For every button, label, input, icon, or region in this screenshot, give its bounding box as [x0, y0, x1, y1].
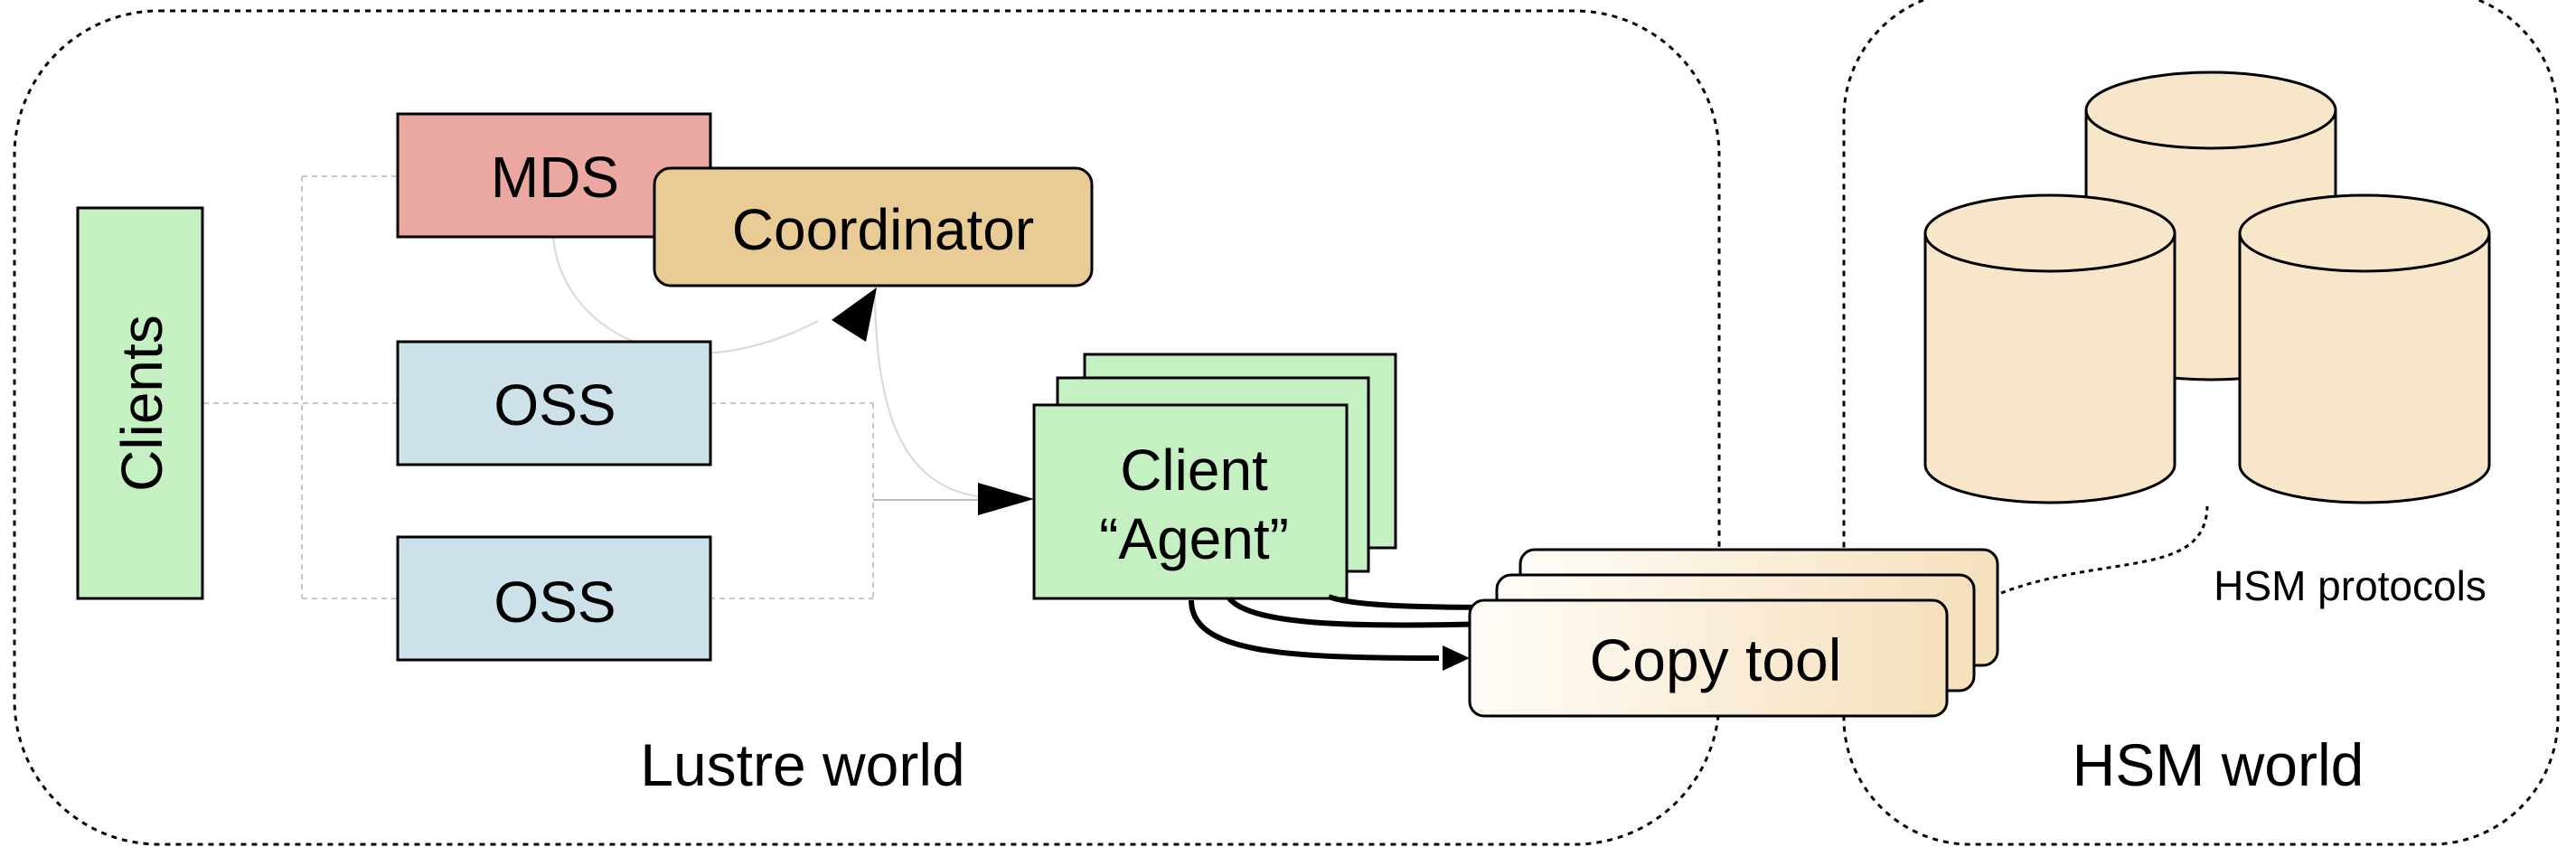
hsm-storage-group — [1923, 71, 2491, 504]
copy-tool-front — [1468, 598, 1949, 718]
arrowhead-to-copytool — [1443, 645, 1470, 671]
lustre-world-region — [13, 9, 1721, 846]
hsm-world-label: HSM world — [2073, 731, 2364, 798]
client-agent-label-line2: “Agent” — [1099, 506, 1289, 571]
storage-cylinder-left — [1923, 193, 2176, 504]
copy-tool-stack: Copy tool — [1468, 548, 1999, 718]
client-agent-stack: Client “Agent” — [1032, 353, 1397, 600]
hsm-world-region — [1842, 0, 2560, 846]
clients-label: Clients — [109, 315, 174, 492]
coordinator-node: Coordinator — [653, 166, 1094, 287]
storage-cylinder-right — [2238, 193, 2491, 504]
oss-2-label: OSS — [494, 570, 616, 635]
lustre-world-label: Lustre world — [640, 731, 965, 798]
coordinator-label: Coordinator — [732, 197, 1034, 262]
hsm-protocols-link — [2000, 505, 2209, 595]
copy-tool-label: Copy tool — [1590, 626, 1842, 693]
arrowhead-to-agent — [978, 483, 1034, 515]
clients-node: Clients — [76, 206, 204, 600]
coordinator-to-agent-link — [874, 287, 984, 498]
client-agent-label-line1: Client — [1120, 438, 1268, 503]
oss-node-1: OSS — [396, 340, 712, 466]
network-lines — [203, 175, 874, 599]
arrowhead-to-coordinator — [832, 287, 877, 342]
hsm-protocols-label: HSM protocols — [2214, 562, 2487, 609]
client-agent-front — [1032, 403, 1349, 600]
oss-node-2: OSS — [396, 535, 712, 662]
oss-1-label: OSS — [494, 372, 616, 438]
mds-label: MDS — [491, 145, 619, 210]
